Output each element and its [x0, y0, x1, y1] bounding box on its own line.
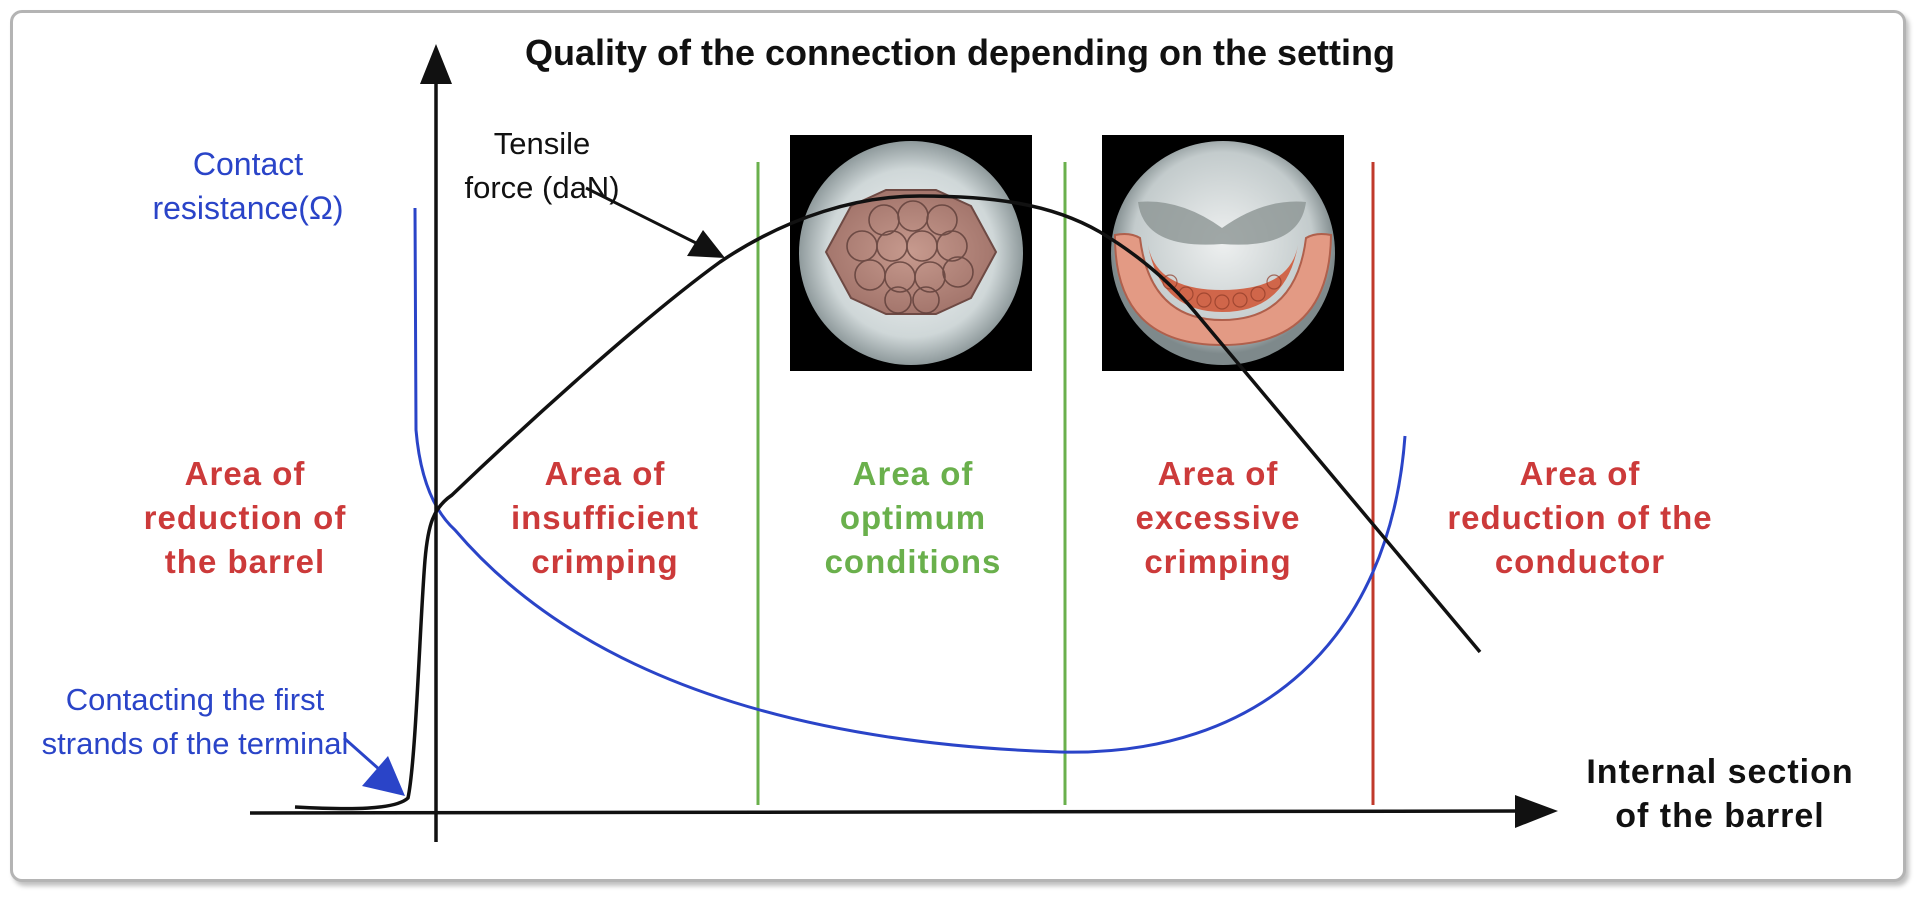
zone-reduction-of-barrel: Area of reduction of the barrel — [143, 455, 347, 580]
contacting-strands-pointer-arrow — [343, 736, 405, 796]
diagram-title: Quality of the connection depending on t… — [525, 32, 1395, 73]
zone-excessive-crimping: Area of excessive crimping — [1135, 455, 1301, 580]
contact-resistance-label: Contact resistance(Ω) — [152, 146, 344, 226]
contact-resistance-curve — [413, 207, 1407, 754]
tensile-force-label: Tensile force (daN) — [464, 126, 620, 205]
zone-insufficient-crimping: Area of insufficient crimping — [510, 455, 699, 580]
zone-reduction-of-conductor: Area of reduction of the conductor — [1447, 455, 1713, 580]
tensile-force-pointer-arrow — [585, 186, 725, 258]
zone-optimum-conditions: Area of optimum conditions — [824, 455, 1002, 580]
optimum-crimp-cross-section-photo — [790, 135, 1032, 371]
x-axis-label: Internal section of the barrel — [1586, 753, 1854, 835]
x-axis — [249, 795, 1558, 828]
excessive-crimp-cross-section-photo — [1102, 135, 1344, 371]
tensile-force-curve — [294, 194, 1482, 811]
y-axis — [420, 44, 452, 842]
contacting-strands-label: Contacting the first strands of the term… — [41, 682, 349, 761]
